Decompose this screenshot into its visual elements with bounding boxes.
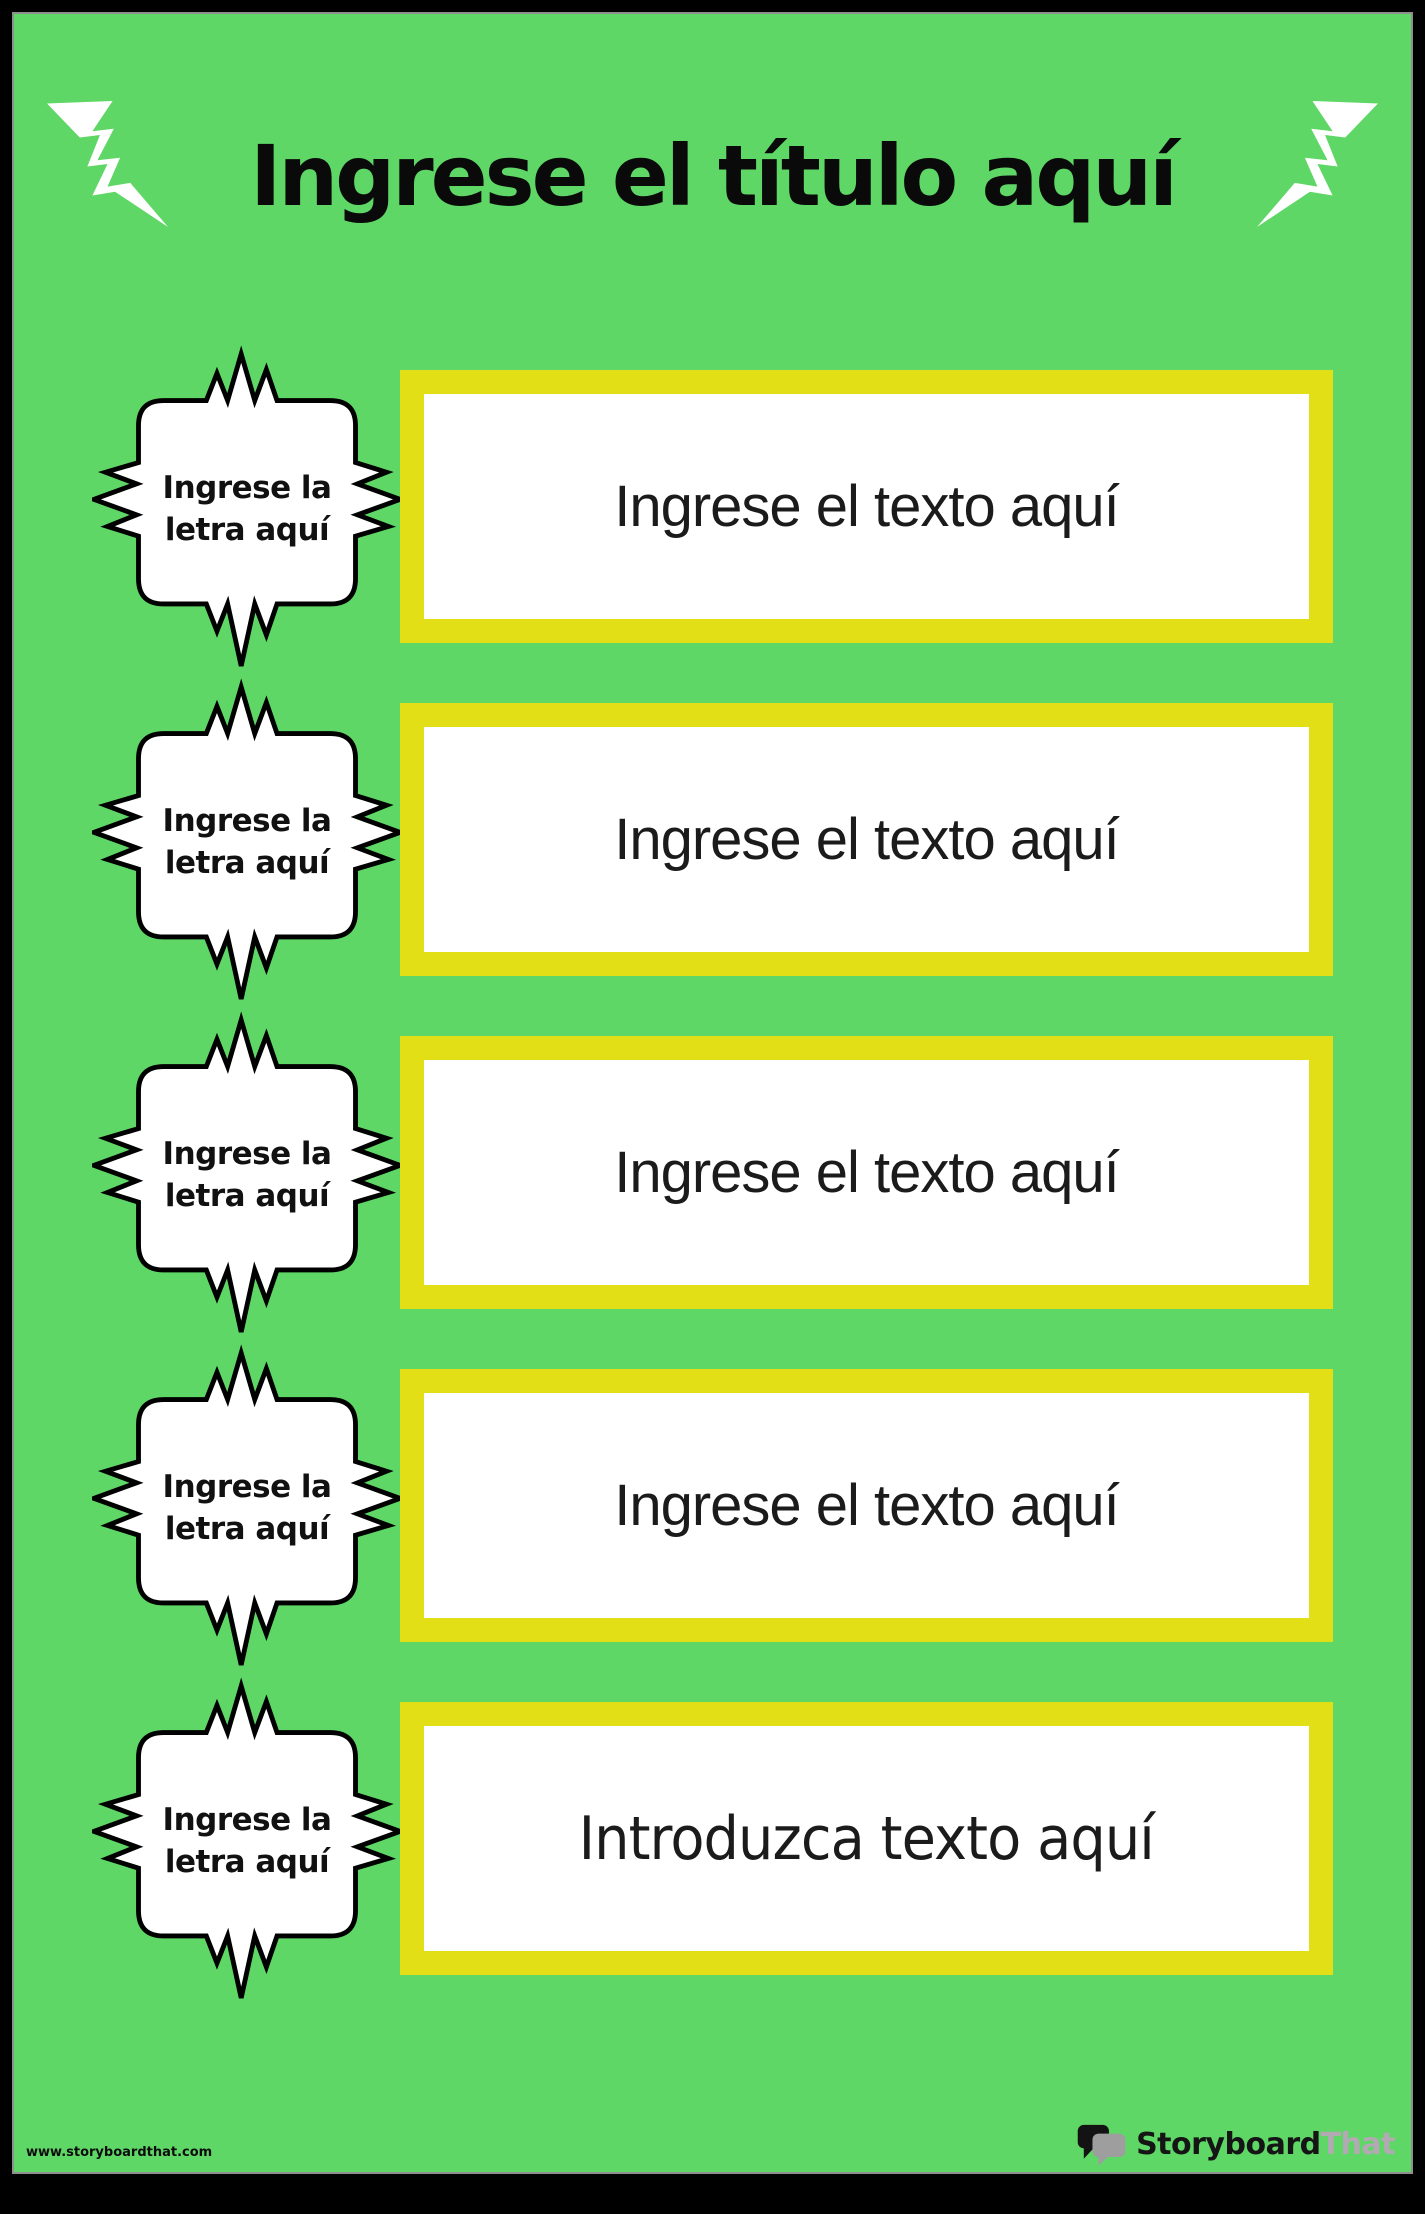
letter-placeholder-label: Ingrese la letra aquí bbox=[162, 803, 332, 881]
poster-row: Ingrese la letra aquí Ingrese el texto a… bbox=[14, 345, 1411, 667]
text-placeholder-label: Ingrese el texto aquí bbox=[614, 1140, 1120, 1205]
shock-bubble-shape bbox=[92, 345, 402, 667]
text-placeholder-box[interactable]: Ingrese el texto aquí bbox=[400, 1036, 1333, 1309]
shock-bubble-shape bbox=[92, 678, 402, 1000]
text-placeholder-box[interactable]: Introduzca texto aquí bbox=[400, 1702, 1333, 1975]
text-placeholder-inner: Ingrese el texto aquí bbox=[424, 1393, 1309, 1618]
poster-row: Ingrese la letra aquí Introduzca texto a… bbox=[14, 1677, 1411, 1999]
letter-placeholder-bubble[interactable]: Ingrese la letra aquí bbox=[92, 1011, 402, 1341]
letter-placeholder-bubble[interactable]: Ingrese la letra aquí bbox=[92, 1677, 402, 2007]
poster-title-placeholder[interactable]: Ingrese el título aquí bbox=[250, 127, 1178, 225]
speech-bubbles-logo-icon bbox=[1077, 2124, 1126, 2166]
text-placeholder-label: Ingrese el texto aquí bbox=[614, 474, 1120, 539]
storyboardthat-logo: StoryboardThat bbox=[1076, 2120, 1396, 2168]
shock-bubble-shape bbox=[92, 1344, 402, 1666]
text-placeholder-inner: Ingrese el texto aquí bbox=[424, 727, 1309, 952]
text-placeholder-inner: Ingrese el texto aquí bbox=[424, 394, 1309, 619]
poster-row: Ingrese la letra aquí Ingrese el texto a… bbox=[14, 1011, 1411, 1333]
poster-canvas: Ingrese el título aquí Ingrese la letra … bbox=[12, 12, 1413, 2174]
lightning-bolt-icon bbox=[1257, 101, 1378, 227]
letter-placeholder-label: Ingrese la letra aquí bbox=[162, 1802, 332, 1880]
poster-row: Ingrese la letra aquí Ingrese el texto a… bbox=[14, 678, 1411, 1000]
letter-placeholder-label: Ingrese la letra aquí bbox=[162, 1469, 332, 1547]
shock-bubble-shape bbox=[92, 1677, 402, 1999]
text-placeholder-inner: Ingrese el texto aquí bbox=[424, 1060, 1309, 1285]
shock-bubble-shape bbox=[92, 1011, 402, 1333]
letter-placeholder-label: Ingrese la letra aquí bbox=[162, 1136, 332, 1214]
letter-placeholder-bubble[interactable]: Ingrese la letra aquí bbox=[92, 678, 402, 1008]
text-placeholder-label: Ingrese el texto aquí bbox=[614, 1473, 1120, 1538]
letter-placeholder-bubble[interactable]: Ingrese la letra aquí bbox=[92, 345, 402, 675]
website-url: www.storyboardthat.com bbox=[26, 2145, 213, 2160]
text-placeholder-inner: Introduzca texto aquí bbox=[424, 1726, 1309, 1951]
letter-placeholder-label: Ingrese la letra aquí bbox=[162, 470, 332, 548]
text-placeholder-box[interactable]: Ingrese el texto aquí bbox=[400, 370, 1333, 643]
logo-text-that: That bbox=[1320, 2126, 1396, 2162]
text-placeholder-box[interactable]: Ingrese el texto aquí bbox=[400, 1369, 1333, 1642]
poster-row: Ingrese la letra aquí Ingrese el texto a… bbox=[14, 1344, 1411, 1666]
logo-wordmark: StoryboardThat bbox=[1136, 2127, 1395, 2162]
letter-placeholder-bubble[interactable]: Ingrese la letra aquí bbox=[92, 1344, 402, 1674]
logo-text-storyboard: Storyboard bbox=[1136, 2126, 1321, 2162]
text-placeholder-label: Introduzca texto aquí bbox=[578, 1803, 1155, 1874]
text-placeholder-label: Ingrese el texto aquí bbox=[614, 807, 1120, 872]
text-placeholder-box[interactable]: Ingrese el texto aquí bbox=[400, 703, 1333, 976]
lightning-bolt-icon bbox=[47, 101, 168, 227]
